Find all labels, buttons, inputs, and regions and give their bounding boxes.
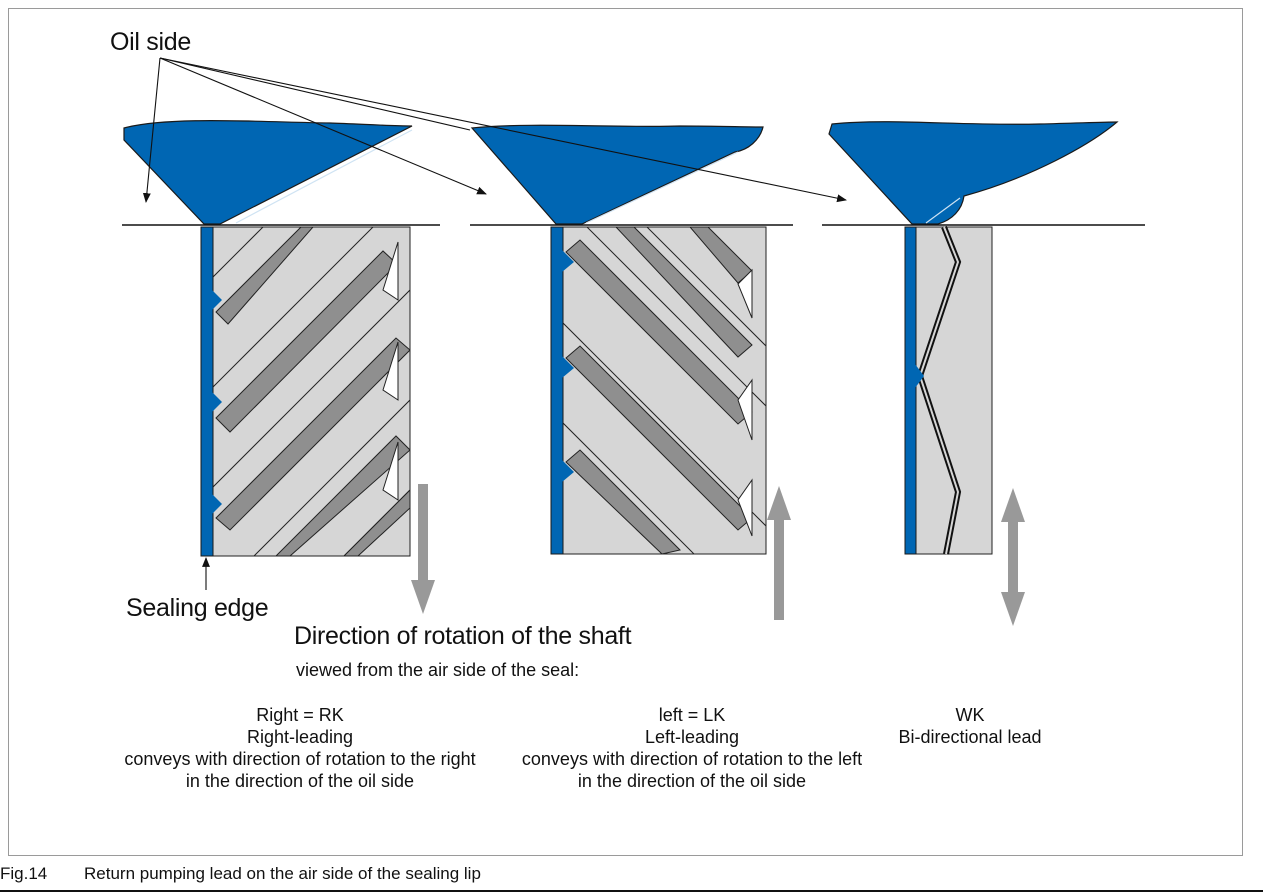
variant-rk-desc-2: in the direction of the oil side bbox=[185, 771, 415, 791]
panel-right-leading bbox=[123, 120, 413, 557]
oil-side-pointers bbox=[142, 57, 847, 203]
variant-wk-description: WK Bi-directional lead bbox=[870, 704, 1070, 748]
seal-lip-rk bbox=[123, 120, 413, 225]
sealing-edge-strip-rk bbox=[200, 226, 214, 557]
variant-lk-description: left = LK Left-leading conveys with dire… bbox=[512, 704, 872, 792]
figure-caption: Fig.14 Return pumping lead on the air si… bbox=[0, 860, 1263, 892]
rotation-arrow-both bbox=[1001, 488, 1025, 626]
seal-lip-lk bbox=[470, 124, 764, 225]
figure-frame bbox=[8, 8, 1243, 856]
seal-lip-wk bbox=[828, 121, 1119, 225]
variant-rk-desc-1: conveys with direction of rotation to th… bbox=[124, 749, 476, 769]
variant-rk-name: Right-leading bbox=[246, 727, 354, 747]
variant-lk-name: Left-leading bbox=[644, 727, 740, 747]
variant-rk-description: Right = RK Right-leading conveys with di… bbox=[120, 704, 480, 792]
panel-bi-directional bbox=[828, 121, 1119, 555]
direction-subtitle: viewed from the air side of the seal: bbox=[296, 660, 580, 680]
rotation-arrow-down bbox=[411, 484, 435, 614]
sealing-edge-strip-lk bbox=[550, 226, 564, 555]
variant-wk-code: WK bbox=[955, 705, 985, 725]
variant-lk-desc-2: in the direction of the oil side bbox=[577, 771, 807, 791]
variant-lk-code: left = LK bbox=[658, 705, 726, 725]
variant-lk-desc-1: conveys with direction of rotation to th… bbox=[521, 749, 863, 769]
ribs-rk bbox=[213, 227, 410, 556]
caption-number: Fig.14 bbox=[0, 864, 48, 883]
caption-text: Return pumping lead on the air side of t… bbox=[84, 864, 481, 883]
panel-left-leading bbox=[470, 124, 767, 555]
variant-wk-name: Bi-directional lead bbox=[898, 727, 1042, 747]
sealing-edge-label: Sealing edge bbox=[126, 594, 269, 622]
variant-rk-code: Right = RK bbox=[256, 705, 344, 725]
rotation-arrow-up bbox=[767, 486, 791, 620]
direction-title: Direction of rotation of the shaft bbox=[294, 622, 632, 650]
ribs-lk bbox=[563, 227, 766, 554]
oil-side-label: Oil side bbox=[110, 28, 191, 56]
sealing-edge-strip-wk bbox=[904, 226, 917, 555]
